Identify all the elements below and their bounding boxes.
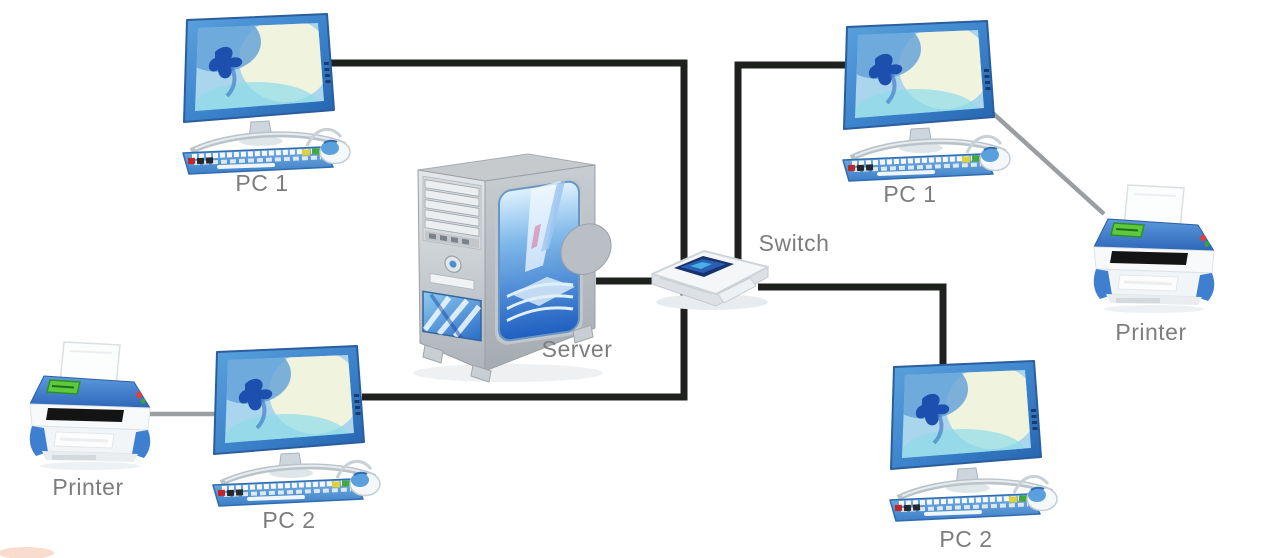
cable-switch-pc2right bbox=[758, 283, 947, 370]
label-pc1-right: PC 1 bbox=[883, 181, 937, 207]
label-server: Server bbox=[541, 336, 613, 362]
switch-icon bbox=[651, 250, 769, 310]
scan-artifact bbox=[0, 547, 54, 558]
server-icon bbox=[413, 153, 612, 383]
cable-pc1right-printerright bbox=[983, 104, 1106, 216]
label-pc2-left: PC 2 bbox=[262, 507, 316, 533]
cable-pc1left-bus-pc2left bbox=[327, 59, 688, 401]
pc2-right-icon bbox=[884, 359, 1057, 521]
printer-right-icon bbox=[1092, 183, 1216, 315]
pc1-right-icon bbox=[837, 19, 1010, 181]
label-pc2-right: PC 2 bbox=[939, 526, 993, 552]
connection-lines bbox=[150, 59, 1106, 417]
label-printer-left: Printer bbox=[52, 474, 124, 500]
label-pc1-left: PC 1 bbox=[235, 170, 289, 196]
pc2-left-icon bbox=[207, 344, 380, 506]
label-switch: Switch bbox=[758, 230, 830, 256]
printer-left-icon bbox=[28, 340, 152, 472]
label-printer-right: Printer bbox=[1115, 319, 1187, 345]
pc1-left-icon bbox=[177, 12, 350, 174]
cable-pc1right-switch bbox=[734, 61, 850, 262]
